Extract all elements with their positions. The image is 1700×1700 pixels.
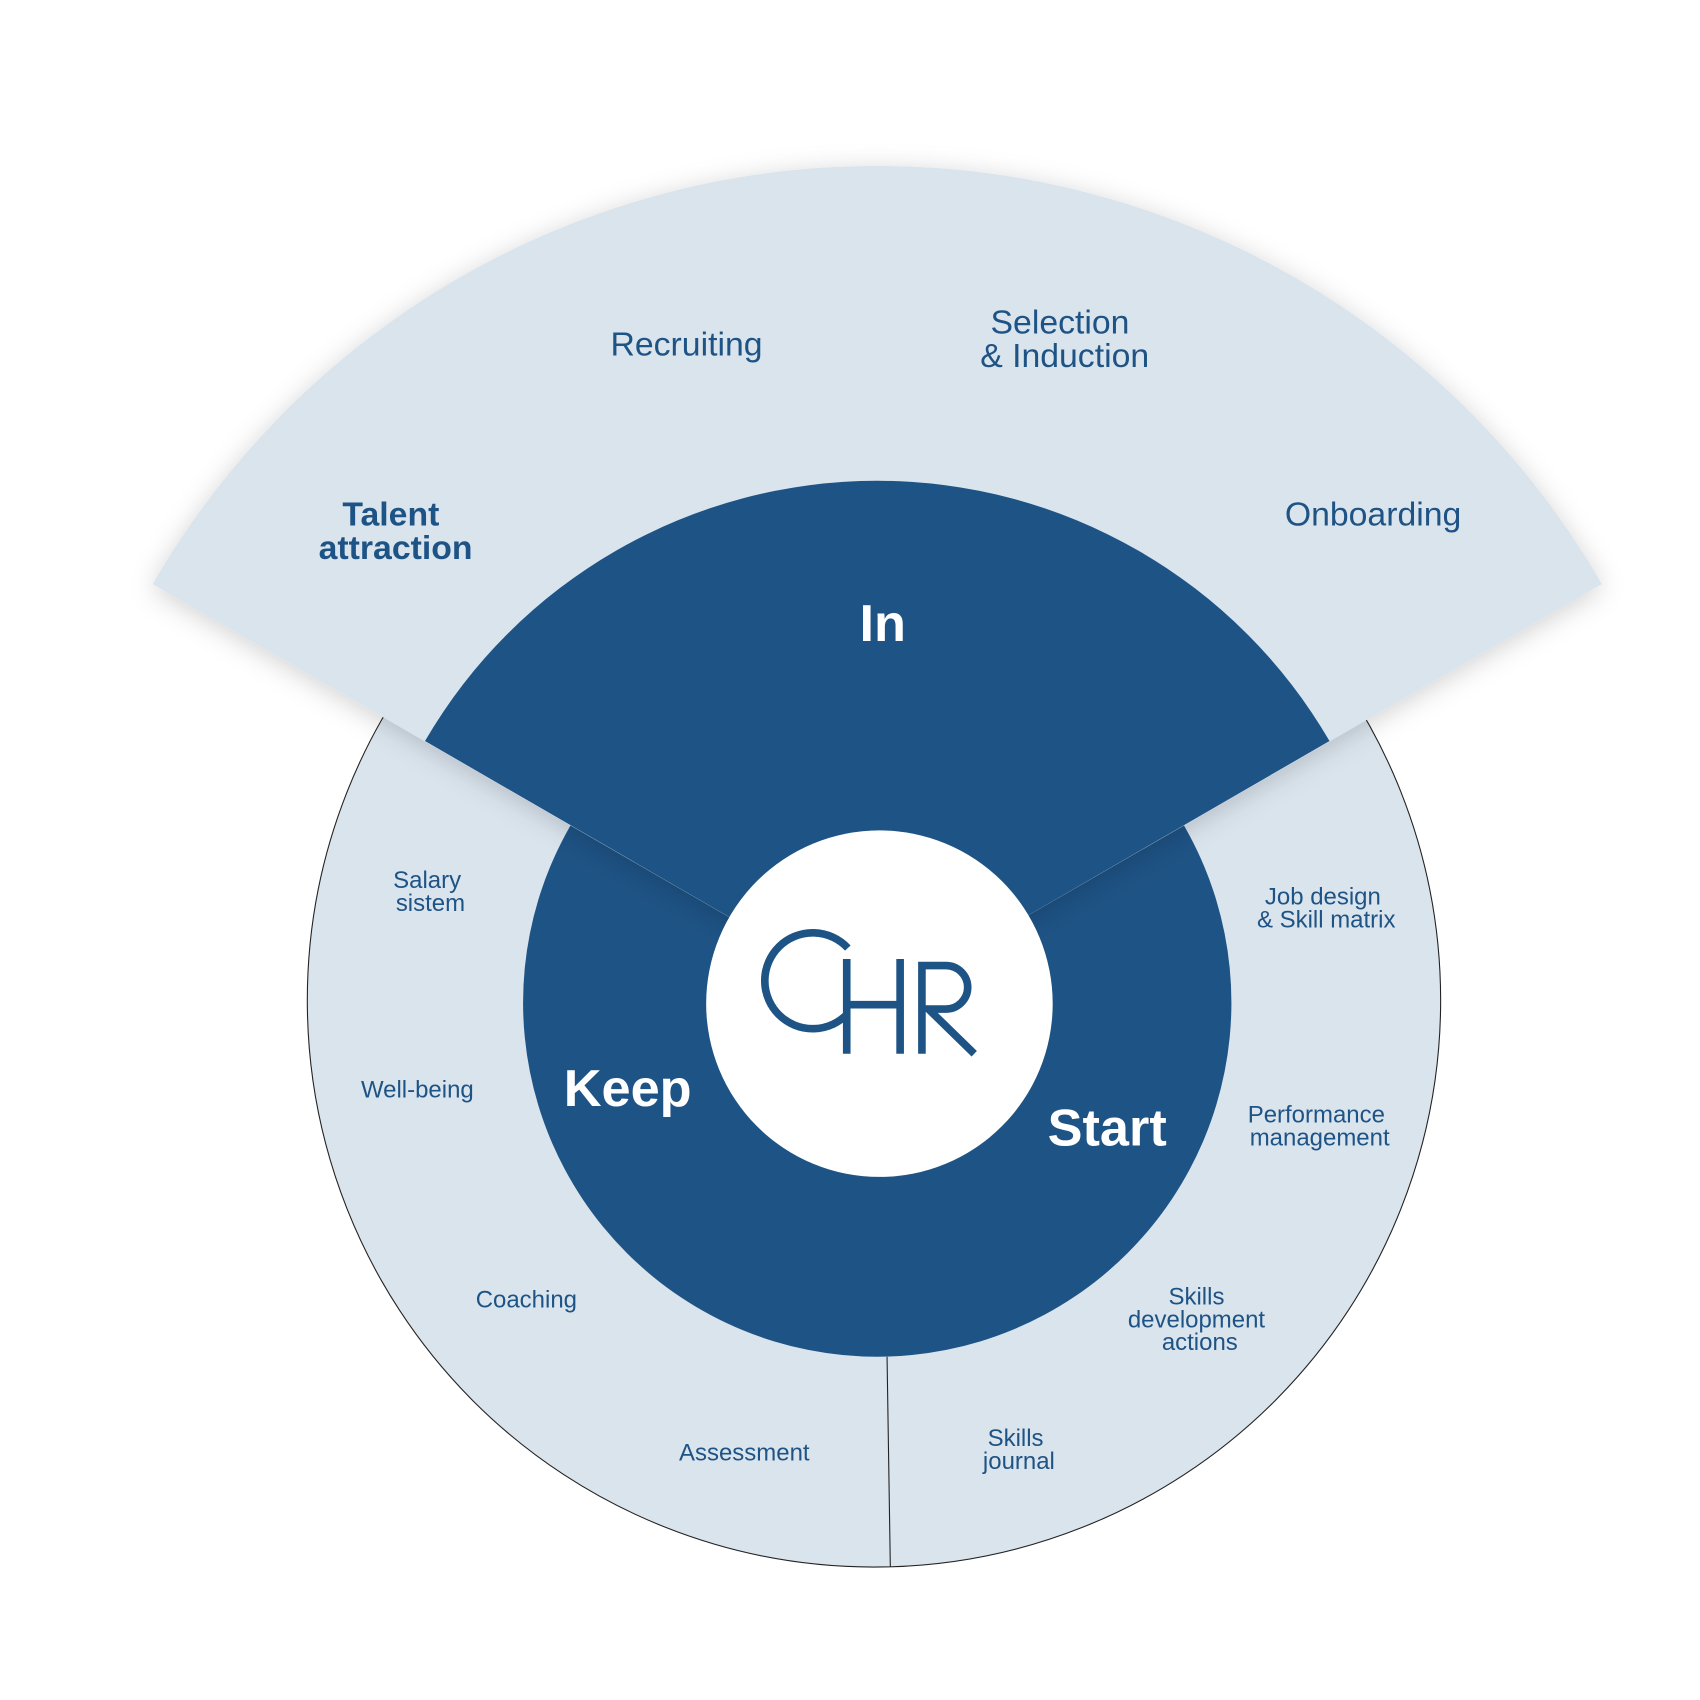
item-well-being: Well-being: [361, 1076, 474, 1103]
item-skills-development: Skills development actions: [1128, 1283, 1272, 1356]
item-talent-attraction: Talent attraction: [319, 495, 473, 567]
chr-logo: [760, 929, 977, 1057]
in-inner-wedge: [425, 480, 1330, 1003]
phase-start: Start: [1048, 1099, 1167, 1157]
item-salary-sistem: Salary sistem: [393, 867, 468, 917]
keep-start-divider: [886, 1356, 891, 1568]
item-onboarding: Onboarding: [1285, 495, 1461, 533]
item-recruiting: Recruiting: [611, 325, 763, 363]
item-job-design: Job design & Skill matrix: [1257, 883, 1396, 933]
phase-keep: Keep: [564, 1060, 692, 1118]
item-selection-induction: Selection & Induction: [980, 303, 1149, 375]
item-skills-journal: Skills journal: [982, 1425, 1055, 1475]
item-assessment: Assessment: [679, 1439, 810, 1466]
item-coaching: Coaching: [476, 1287, 577, 1314]
phase-in: In: [859, 595, 905, 653]
item-performance-management: Performance management: [1248, 1101, 1392, 1151]
